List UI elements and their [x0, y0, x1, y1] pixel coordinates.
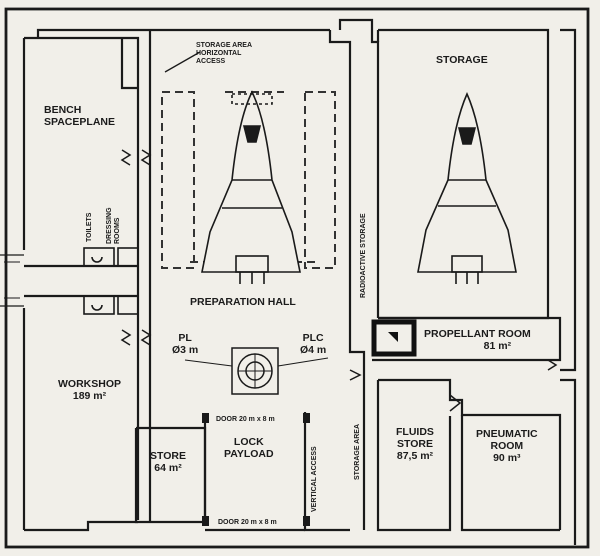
spaceplane-storage: [417, 92, 517, 284]
pl-size: Ø3 m: [172, 344, 199, 357]
propellant-room-area: 81 m²: [483, 340, 512, 353]
radioactive-storage-label: RADIOACTIVE STORAGE: [360, 213, 367, 298]
toilets-label: TOILETS: [86, 212, 93, 242]
store-area: 64 m²: [154, 462, 182, 475]
preparation-hall-label: PREPARATION HALL: [190, 296, 296, 308]
storage-area-line3: ACCESS: [196, 58, 226, 66]
store-label: STORE 64 m²: [150, 450, 186, 474]
payload-turntable: [184, 347, 329, 395]
plc-name: PLC: [302, 332, 324, 344]
rooms-line: ROOMS: [114, 217, 122, 244]
dressing-rooms-label: DRESSING ROOMS: [106, 207, 122, 244]
pneumatic-room-area: 90 m³: [493, 452, 521, 465]
propellant-room-label: PROPELLANT ROOM 81 m²: [424, 328, 531, 352]
pneumatic-line: PNEUMATIC: [476, 428, 538, 440]
vertical-access-label: VERTICAL ACCESS: [311, 446, 318, 512]
wall-zigzags: [120, 149, 558, 412]
fluids-store-area: 87,5 m²: [396, 450, 434, 463]
workshop-area: 189 m²: [72, 390, 107, 403]
plc-size: Ø4 m: [300, 344, 327, 357]
storage-area-label: STORAGE AREA: [354, 423, 361, 480]
pl-label: PL Ø3 m: [172, 332, 198, 356]
fluids-line: FLUIDS: [396, 426, 434, 438]
bench-line: BENCH: [44, 104, 82, 116]
spaceplane-prep-hall: [201, 90, 301, 284]
lock-line: LOCK: [233, 436, 264, 448]
pl-name: PL: [178, 332, 192, 344]
storage-area-horizontal-access-label: STORAGE AREA HORIZONTAL ACCESS: [196, 42, 252, 66]
spaceplane-line: SPACEPLANE: [44, 116, 115, 129]
bench-spaceplane-label: BENCH SPACEPLANE: [44, 104, 115, 128]
fluids-store-label: FLUIDS STORE 87,5 m²: [396, 426, 434, 462]
storage-label: STORAGE: [436, 54, 488, 66]
workshop-name: WORKSHOP: [58, 378, 121, 390]
radioactive-storage-box: [371, 319, 417, 357]
door-jambs: [202, 413, 310, 526]
walls: [4, 7, 590, 549]
lock-payload-label: LOCK PAYLOAD: [224, 436, 274, 460]
room-line: ROOM: [490, 440, 524, 453]
storage-area-line1: STORAGE AREA: [196, 42, 253, 49]
door-upper-label: DOOR 20 m x 8 m: [216, 416, 275, 423]
fluids-store-line: STORE: [396, 438, 433, 451]
store-name: STORE: [150, 450, 186, 462]
propellant-room-name: PROPELLANT ROOM: [424, 328, 531, 340]
plc-label: PLC Ø4 m: [300, 332, 326, 356]
pneumatic-room-label: PNEUMATIC ROOM 90 m³: [476, 428, 538, 464]
toilet-cells: [0, 247, 139, 315]
storage-area-leader: [164, 51, 201, 73]
payload-line: PAYLOAD: [224, 448, 274, 461]
door-lower-label: DOOR 20 m x 8 m: [218, 519, 277, 526]
storage-area-line2: HORIZONTAL: [196, 50, 242, 58]
dressing-line: DRESSING: [106, 207, 113, 244]
workshop-label: WORKSHOP 189 m²: [58, 378, 121, 402]
